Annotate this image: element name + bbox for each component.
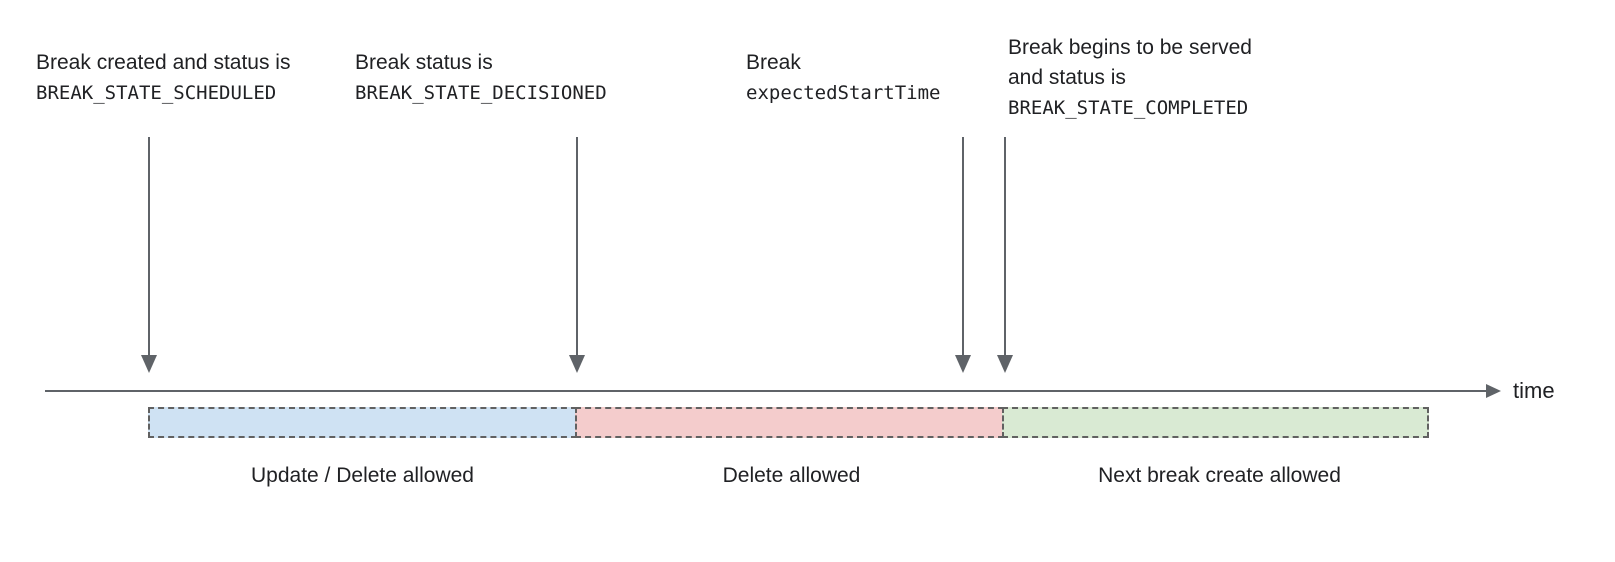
down-arrow-icon [148,137,150,357]
annotation-scheduled: Break created and status is BREAK_STATE_… [36,48,290,108]
annotation-decisioned: Break status is BREAK_STATE_DECISIONED [355,48,607,108]
annotation-decisioned-text: Break status is [355,51,493,74]
down-arrowhead-icon [141,355,157,373]
zone-label-next-break-create: Next break create allowed [1098,464,1341,487]
time-axis-arrowhead-icon [1486,384,1501,398]
annotation-completed-code: BREAK_STATE_COMPLETED [1008,97,1249,119]
down-arrowhead-icon [569,355,585,373]
annotation-decisioned-code: BREAK_STATE_DECISIONED [355,82,607,104]
annotation-expected-start: Break expectedStartTime [746,48,940,108]
annotation-completed-text-1: Break begins to be served [1008,36,1252,59]
segment-delete-allowed [575,407,1004,438]
down-arrowhead-icon [955,355,971,373]
zone-label-update-delete: Update / Delete allowed [251,464,474,487]
down-arrow-icon [576,137,578,357]
annotation-completed: Break begins to be served and status is … [1008,33,1252,123]
down-arrowhead-icon [997,355,1013,373]
annotation-expected-start-text: Break [746,51,801,74]
annotation-completed-text-2: and status is [1008,66,1126,89]
annotation-scheduled-text: Break created and status is [36,51,291,74]
time-axis-label: time [1513,378,1555,403]
time-axis-line [45,390,1488,392]
period-segments [148,407,1429,438]
segment-next-break-create-allowed [1002,407,1429,438]
zone-label-delete: Delete allowed [722,464,861,487]
annotation-scheduled-code: BREAK_STATE_SCHEDULED [36,82,277,104]
down-arrow-icon [962,137,964,357]
segment-update-delete-allowed [148,407,577,438]
down-arrow-icon [1004,137,1006,357]
annotation-expected-start-code: expectedStartTime [746,82,941,104]
